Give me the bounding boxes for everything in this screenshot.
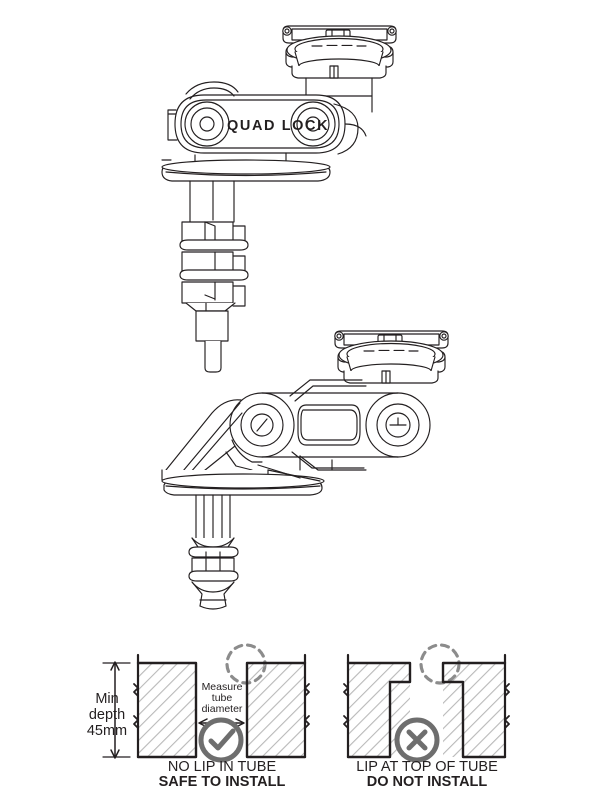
cross-circle-icon [394,717,440,763]
svg-text:QUAD LOCK: QUAD LOCK [227,118,329,134]
lower-phone-mount-head [334,330,449,384]
caption-safe-primary: NO LIP IN TUBE [168,759,277,775]
caption-safe: NO LIP IN TUBE SAFE TO INSTALL [159,759,286,790]
caption-unsafe: LIP AT TOP OF TUBE DO NOT INSTALL [356,759,498,790]
check-circle-icon [198,717,244,763]
callout-line-3: diameter [202,703,243,715]
upper-base-plate [161,152,331,182]
lower-stem-post [195,494,231,541]
panel-safe [102,643,310,763]
lower-expander-wedge [188,537,239,610]
depth-line-3: 45mm [87,723,127,739]
caption-unsafe-primary: LIP AT TOP OF TUBE [356,759,498,775]
depth-dimension-label: Min depth 45mm [87,691,127,739]
upper-stem-post [189,180,235,223]
panel-unsafe [343,643,510,763]
caption-safe-secondary: SAFE TO INSTALL [159,774,286,790]
upper-expander-wedge [179,221,249,373]
callout-line-1: Measure [202,681,243,693]
depth-line-2: depth [89,707,125,723]
brand-text-quad-lock: QUAD LOCK [227,118,329,134]
caption-unsafe-secondary: DO NOT INSTALL [367,774,488,790]
callout-line-2: tube [212,692,233,704]
upper-mount-arm [167,81,367,155]
depth-line-1: Min [95,691,118,707]
upper-phone-mount-head [282,25,397,79]
lower-angled-arm [161,379,431,496]
measure-diameter-callout: Measure tube diameter [202,681,243,715]
